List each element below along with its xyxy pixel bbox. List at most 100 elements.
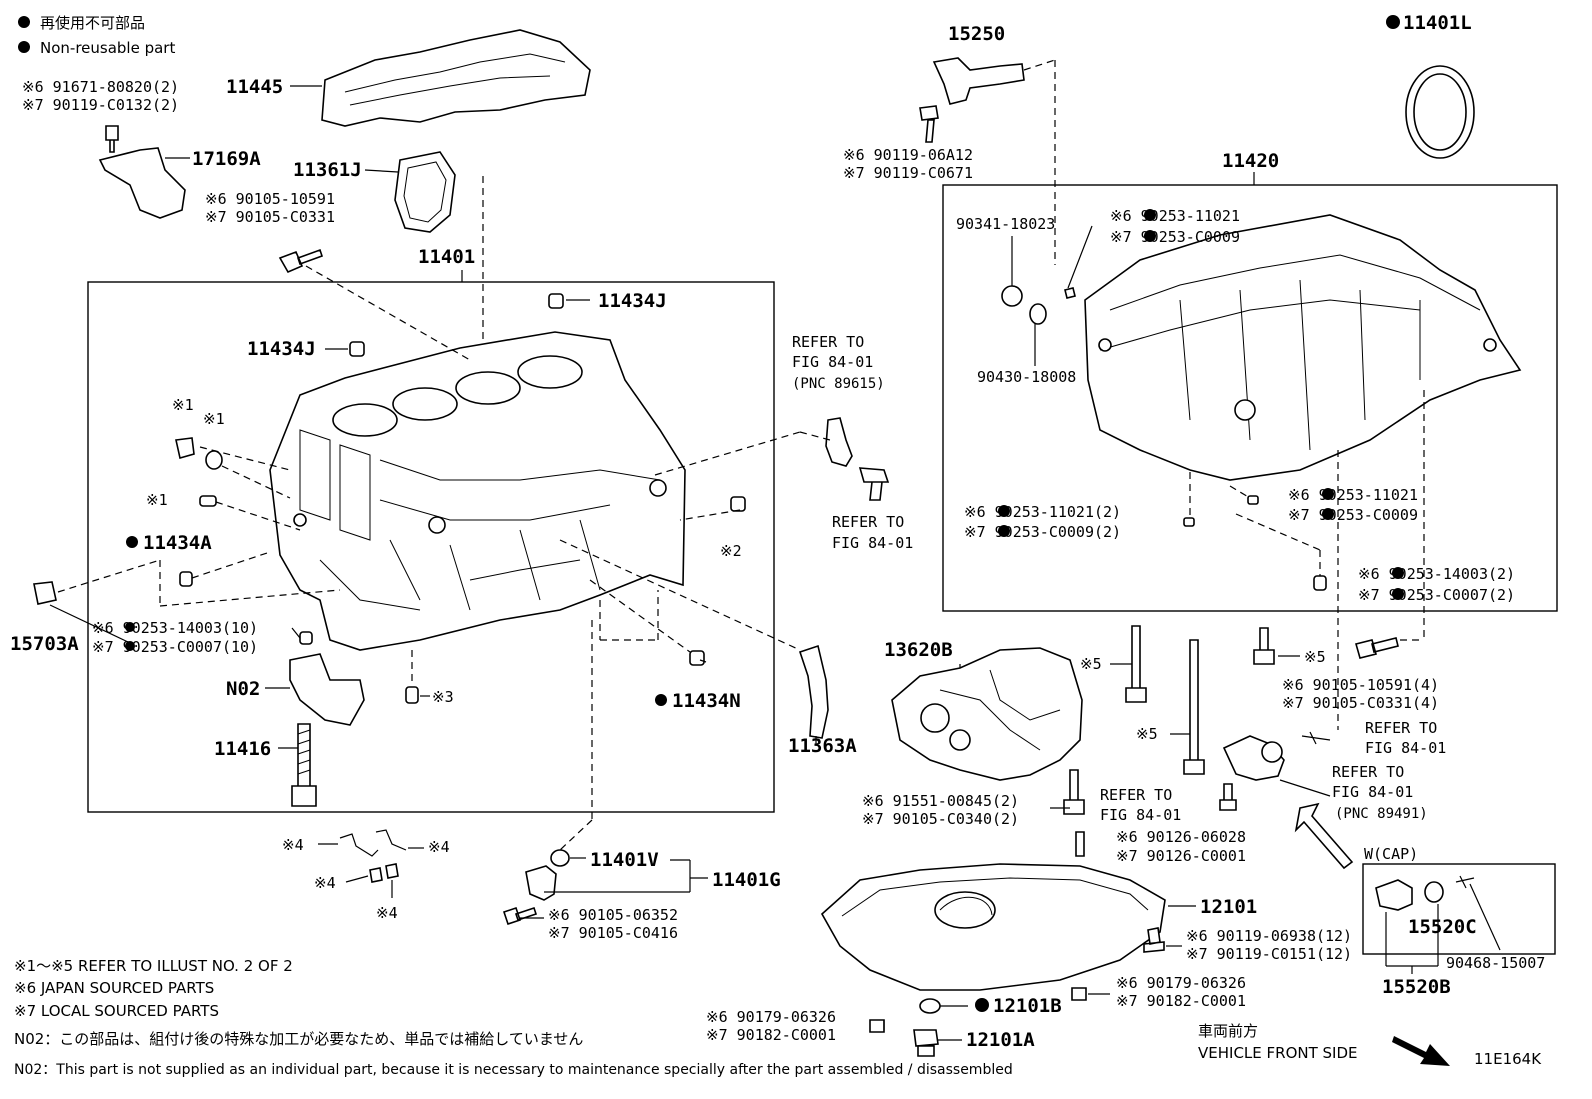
label-90119-06a12: ※6 90119-06A12	[843, 146, 973, 164]
pin-11434a	[179, 571, 193, 587]
nonreusable-dot-icon	[998, 525, 1010, 537]
label-90119-06938: ※6 90119-06938(12)	[1186, 927, 1352, 945]
label-90119-c0671: ※7 90119-C0671	[843, 164, 973, 182]
hose-11363a	[798, 644, 829, 739]
refer1-line2: FIG 84-01	[792, 353, 873, 371]
label-90253-11021-a: ※6 90253-11021	[1110, 207, 1240, 225]
label-90105-10591-4: ※6 90105-10591(4)	[1282, 676, 1439, 694]
label-x4-d: ※4	[376, 904, 398, 922]
bolt-icon	[858, 467, 890, 501]
label-90126-06028: ※6 90126-06028	[1116, 828, 1246, 846]
label-x5-a: ※5	[1080, 655, 1102, 673]
label-90182-c0001-l: ※7 90182-C0001	[706, 1026, 836, 1044]
label-12101b: 12101B	[993, 995, 1062, 1017]
cap-n02	[289, 653, 365, 726]
bolt-icon	[278, 248, 324, 274]
label-x5-b: ※5	[1304, 648, 1326, 666]
label-90119-c0132: ※7 90119-C0132(2)	[22, 96, 179, 114]
clip-x4-a	[339, 833, 379, 857]
pin-11434n	[689, 650, 705, 666]
label-90119-c0151: ※7 90119-C0151(12)	[1186, 945, 1352, 963]
label-11363a: 11363A	[788, 735, 857, 757]
label-11416: 11416	[214, 738, 271, 760]
o-ring-11401v	[550, 849, 570, 867]
clip-x4-b	[375, 829, 407, 851]
label-90253-11021-2: ※6 90253-11021(2)	[964, 503, 1121, 521]
gasket-90179-r	[1071, 987, 1087, 1001]
plug-15703a	[33, 581, 57, 605]
refer1-line1: REFER TO	[792, 333, 864, 351]
label-11401v: 11401V	[590, 849, 659, 871]
label-90468: 90468-15007	[1446, 954, 1545, 972]
bolt-refer-icon	[1219, 783, 1237, 811]
label-15520b: 15520B	[1382, 976, 1451, 998]
footnotes: ※1～※5 REFER TO ILLUST NO. 2 OF 2 ※6 JAPA…	[14, 957, 1013, 1078]
label-x4-c: ※4	[314, 874, 336, 892]
label-15250: 15250	[948, 23, 1005, 45]
pin-90253-14003	[299, 631, 313, 645]
label-90253-11021-b: ※6 90253-11021	[1288, 486, 1418, 504]
footnote-n02-en: N02：This part is not supplied as an indi…	[14, 1062, 1013, 1078]
knock-sensor-89615	[825, 417, 853, 467]
label-11445: 11445	[226, 76, 283, 98]
label-x2: ※2	[720, 542, 742, 560]
plug-x1-icon	[175, 437, 195, 460]
label-11434j-top: 11434J	[598, 290, 667, 312]
refer4-line1: REFER TO	[1332, 763, 1404, 781]
label-90253-c0009-b: ※7 90253-C0009	[1288, 506, 1418, 524]
front-label-en: VEHICLE FRONT SIDE	[1198, 1044, 1358, 1062]
label-90105-c0331-4: ※7 90105-C0331(4)	[1282, 694, 1439, 712]
gasket-x1-icon	[205, 450, 223, 470]
stiffening-crankcase-11420	[1084, 214, 1522, 481]
label-90105-06352: ※6 90105-06352	[548, 906, 678, 924]
bolt-icon	[105, 125, 119, 153]
footnote-x6: ※6 JAPAN SOURCED PARTS	[14, 979, 214, 997]
label-x4-a: ※4	[282, 836, 304, 854]
label-13620b: 13620B	[884, 639, 953, 661]
bolt-91551	[1063, 769, 1085, 815]
label-12101a: 12101A	[966, 1029, 1035, 1051]
label-90341: 90341-18023	[956, 215, 1055, 233]
gasket-90430	[1029, 303, 1047, 325]
direction-arrow-icon	[1294, 802, 1354, 870]
label-90253-c0009-2: ※7 90253-C0009(2)	[964, 523, 1121, 541]
valve-15250	[932, 57, 1025, 105]
dashed-guide-lines	[57, 59, 1425, 851]
label-90105-10591: ※6 90105-10591	[205, 190, 335, 208]
label-x1-a: ※1	[172, 396, 194, 414]
vehicle-front-arrow-icon	[1392, 1036, 1450, 1066]
water-inlet-11401g	[525, 865, 557, 901]
nonreusable-dot-icon	[125, 622, 135, 632]
nonreusable-dot-icon	[1144, 230, 1156, 242]
pin-11434j-top	[548, 293, 564, 309]
label-90105-c0416: ※7 90105-C0416	[548, 924, 678, 942]
label-11434a: 11434A	[143, 532, 212, 554]
nonreusable-dot-icon	[998, 505, 1010, 517]
refer2-line1: REFER TO	[832, 513, 904, 531]
bolt-11416	[291, 723, 317, 807]
label-x5-c: ※5	[1136, 725, 1158, 743]
label-11434n: 11434N	[672, 690, 741, 712]
legend-en: Non-reusable part	[40, 39, 175, 57]
label-x1-b: ※1	[203, 410, 225, 428]
label-12101: 12101	[1200, 896, 1257, 918]
refer5-line2: FIG 84-01	[1100, 806, 1181, 824]
pin-90253-14003-2	[1313, 575, 1327, 591]
bolt-90105-10591-4	[1355, 637, 1399, 659]
gasket-90179-l	[869, 1019, 885, 1033]
nonreusable-dot-icon	[126, 536, 138, 548]
label-x1-c: ※1	[146, 491, 168, 509]
label-11420: 11420	[1222, 150, 1279, 172]
pin-x1-icon	[199, 495, 217, 507]
cylinder-block-11401	[269, 331, 686, 651]
nonreusable-dot-icon	[1386, 15, 1400, 29]
label-n02: N02	[226, 678, 260, 700]
refer4-line2: FIG 84-01	[1332, 783, 1413, 801]
label-91551: ※6 91551-00845(2)	[862, 792, 1019, 810]
oil-pump-13620b	[891, 647, 1083, 781]
nonreusable-dot-icon	[125, 641, 135, 651]
nonreusable-dot-icon	[1322, 508, 1334, 520]
bolt-x5-a	[1125, 625, 1147, 703]
refer1-line3: (PNC 89615)	[792, 376, 885, 392]
